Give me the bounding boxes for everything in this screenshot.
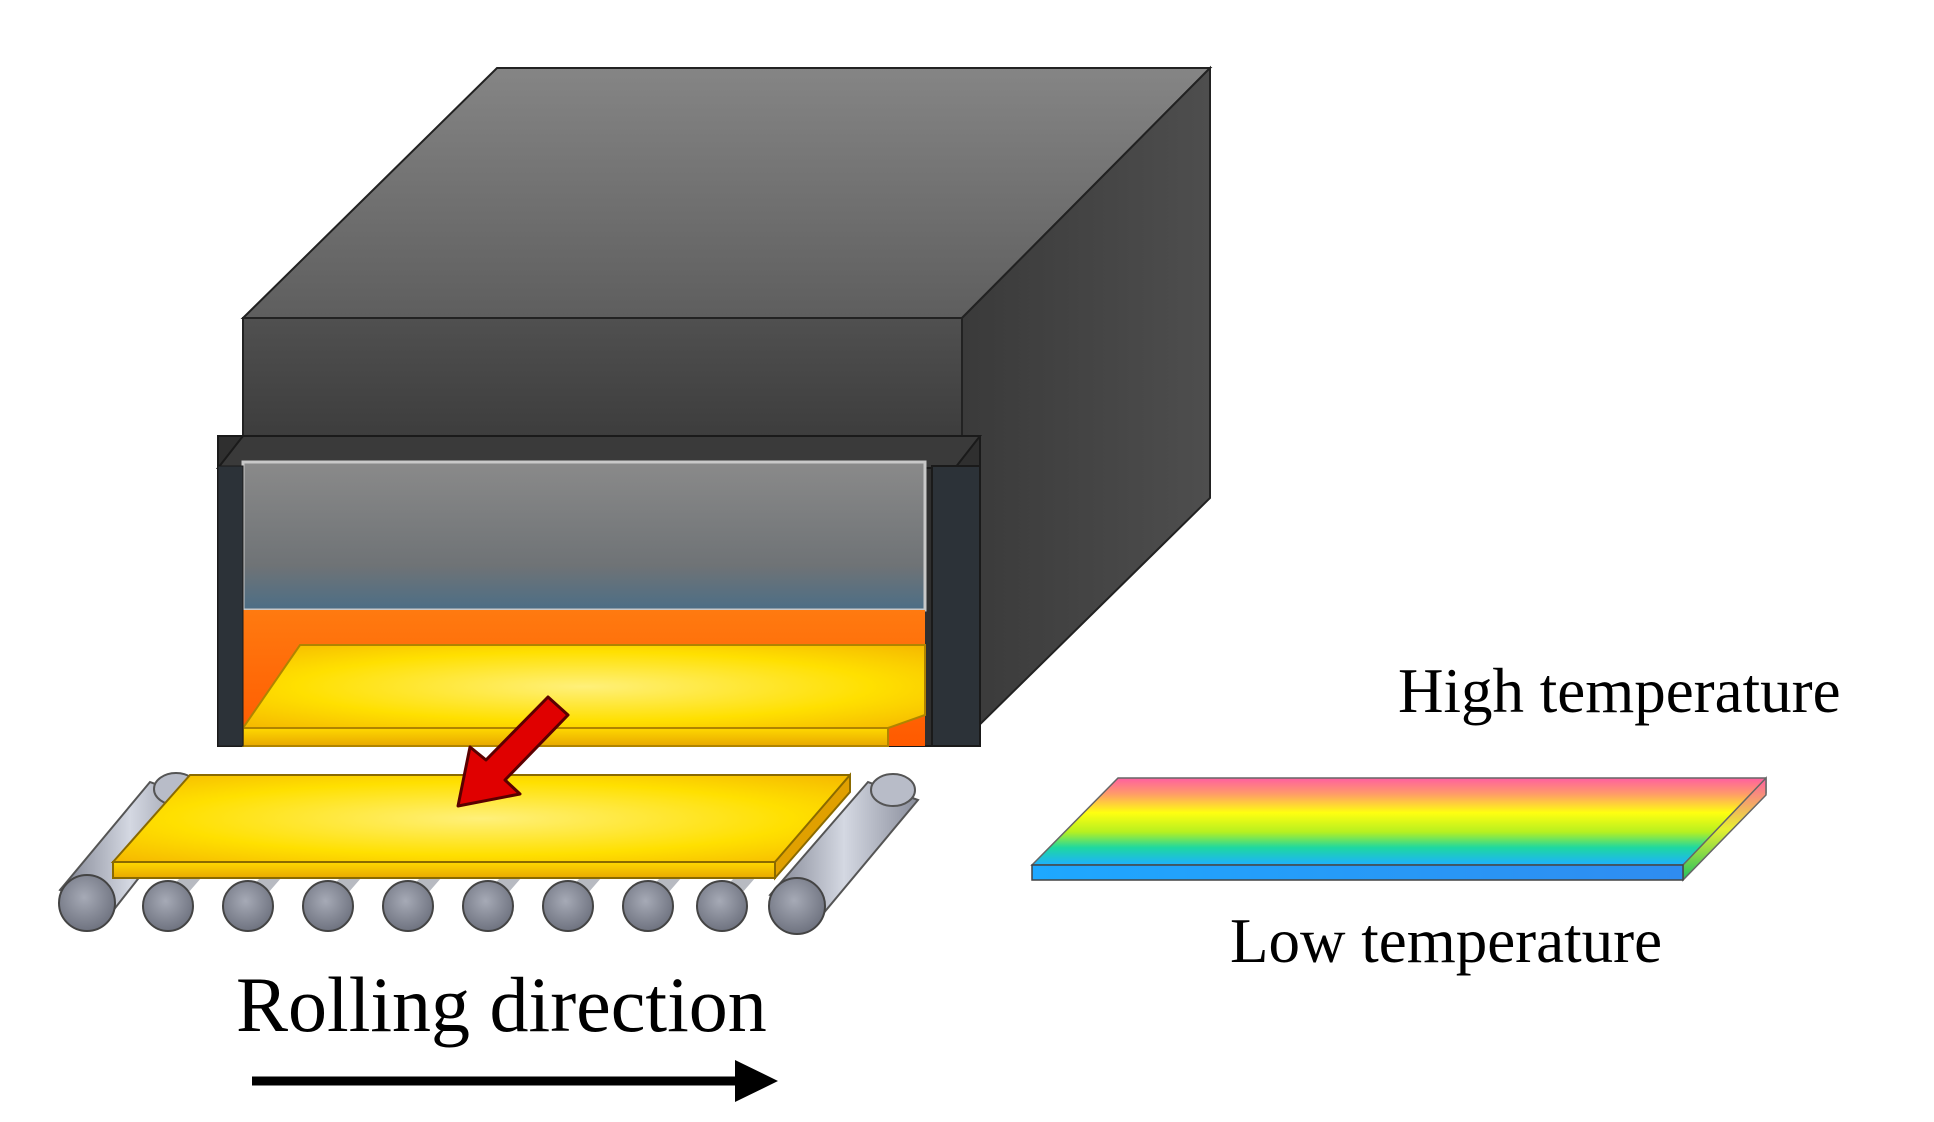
roller-end — [302, 880, 354, 932]
roller-right-back-end — [870, 773, 916, 807]
roller-end — [142, 880, 194, 932]
furnace-door-left-post — [217, 465, 244, 747]
slab-in-furnace-edge — [242, 727, 889, 747]
furnace — [215, 65, 1213, 747]
roller-end — [768, 877, 826, 935]
roller-end — [696, 880, 748, 932]
rolling-direction-label: Rolling direction — [236, 961, 767, 1048]
low-temperature-label: Low temperature — [1230, 906, 1663, 976]
furnace-door-post — [931, 465, 981, 747]
roller-end — [58, 874, 116, 932]
furnace-door — [241, 460, 927, 612]
roller-end — [222, 880, 274, 932]
roller-end — [382, 880, 434, 932]
furnace-front-face — [242, 317, 963, 437]
roller-end — [622, 880, 674, 932]
gradient-slab-front-edge — [1031, 864, 1684, 881]
gradient-slab-top-face — [1030, 777, 1767, 866]
temperature-gradient-slab — [1030, 776, 1767, 882]
roller-end — [462, 880, 514, 932]
arrow-right-icon — [252, 1060, 778, 1102]
roller-front-ends — [58, 874, 826, 935]
slab-on-rollers — [110, 772, 851, 881]
high-temperature-label: High temperature — [1398, 656, 1841, 726]
slab-front-edge — [112, 861, 776, 879]
roller-end — [542, 880, 594, 932]
slab-in-furnace-top — [241, 644, 926, 729]
arrow-down-left-icon — [456, 695, 570, 808]
